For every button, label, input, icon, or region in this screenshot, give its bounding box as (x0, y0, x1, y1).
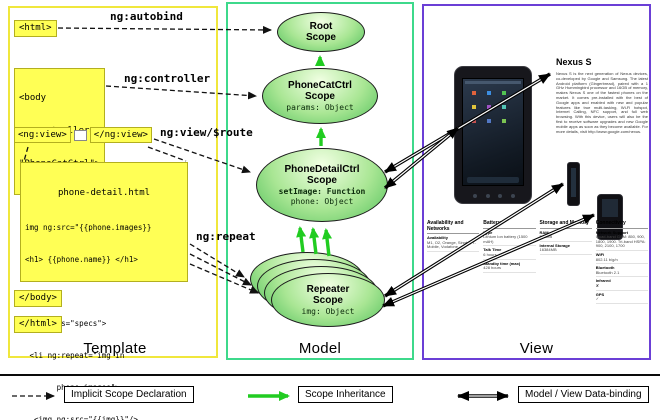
spec-value: 512MB (539, 235, 592, 242)
ng-view-row: <ng:view> </ng:view> (14, 127, 152, 143)
code-line: <h1> {{phone.name}} </h1> (25, 255, 138, 264)
html-open-tag-box: <html> (14, 20, 57, 37)
scope-name: Scope (306, 174, 337, 186)
legend-implicit-scope: Implicit Scope Declaration (64, 386, 194, 403)
code-line: <img ng:src="{{img}}"/> (25, 415, 138, 420)
ng-repeat-label: ng:repeat (196, 230, 256, 243)
spec-label: Network Support (595, 229, 628, 235)
spec-column-connectivity: Connectivity Network Support Quad-band G… (595, 220, 648, 304)
spec-column-battery: Battery Type Lithium Ion battery (1500 m… (483, 220, 536, 304)
phone-statusbar (465, 81, 521, 84)
scope-property: phone: Object (290, 197, 354, 206)
spec-value: ✓ (595, 296, 648, 304)
scope-name: PhoneCatCtrl (288, 79, 352, 91)
phone-image (454, 66, 532, 204)
phone-title: Nexus S (556, 57, 592, 67)
ng-view-open-tag-box: <ng:view> (14, 127, 71, 143)
template-label: Template (83, 340, 147, 357)
repeater-scope-ellipse: Repeater Scope img: Object (271, 273, 385, 327)
scope-property: params: Object (286, 102, 354, 112)
phone-specs-table: Availability and Networks Availability M… (427, 220, 648, 304)
legend-data-binding: Model / View Data-binding (518, 386, 649, 403)
phonecatctrl-scope-ellipse: PhoneCatCtrl Scope params: Object (262, 68, 378, 124)
spec-value: Quad-band GSM: 850, 900, 1800, 1900. Tri… (595, 234, 648, 251)
spec-header: Battery (483, 220, 536, 229)
phone-description: Nexus S is the next generation of Nexus … (556, 71, 648, 134)
view-placeholder-box (73, 129, 87, 141)
spec-value: M1, O2, Orange, Singtel, T-Mobile, Vodaf… (427, 240, 480, 252)
spec-label: Infrared (595, 278, 611, 284)
ng-controller-label: ng:controller (124, 72, 211, 85)
scope-property: setImage: Function (278, 186, 366, 196)
scope-name: Root (309, 21, 333, 32)
scope-name: Scope (305, 32, 336, 43)
spec-column-storage: Storage and Memory RAM 512MB Internal St… (539, 220, 592, 304)
scope-property: img: Object (301, 306, 355, 316)
spec-value: Bluetooth 2.1 (595, 270, 648, 278)
spec-header: Availability and Networks (427, 220, 480, 235)
spec-value: 6 hours (483, 252, 536, 260)
phone-thumbnail-side (567, 162, 580, 206)
spec-value: 428 hours (483, 265, 536, 273)
scope-name: Repeater (306, 283, 350, 295)
ng-autobind-label: ng:autobind (110, 10, 183, 23)
model-label: Model (298, 340, 342, 357)
spec-label: GPS (595, 291, 605, 297)
spec-header: Connectivity (595, 220, 648, 229)
spec-header: Storage and Memory (539, 220, 592, 229)
phone-detail-template-code: phone-detail.html img ng:src="{{phone.im… (20, 162, 188, 420)
phone-screen (462, 78, 524, 186)
spec-column-availability: Availability and Networks Availability M… (427, 220, 480, 304)
scope-name: PhoneDetailCtrl (284, 163, 360, 175)
view-label: View (519, 340, 554, 357)
phone-app-icons (472, 91, 476, 95)
phonedetailctrl-scope-ellipse: PhoneDetailCtrl Scope setImage: Function… (256, 148, 388, 222)
root-scope-ellipse: Root Scope (277, 12, 365, 52)
code-line: img ng:src="{{phone.images}} (25, 223, 152, 232)
legend-divider (0, 374, 660, 376)
spec-value: Lithium Ion battery (1500 mAH) (483, 234, 536, 247)
ng-view-route-label: ng:view/$route (160, 126, 253, 139)
ng-view-close-tag-box: </ng:view> (89, 127, 152, 143)
spec-label: WiFi (595, 251, 605, 257)
spec-value: ✘ (595, 283, 648, 291)
body-open-line: <body (19, 93, 47, 103)
html-close-tag-box: </html> (14, 316, 62, 333)
spec-label: Bluetooth (595, 265, 615, 271)
spec-value: 802.11 b/g/n (595, 257, 648, 265)
phone-buttons (473, 194, 515, 198)
scope-name: Scope (304, 90, 335, 102)
code-line: <li ng:repeat="img in (25, 351, 125, 360)
code-filename: phone-detail.html (57, 188, 151, 198)
body-close-tag-box: </body> (14, 290, 62, 307)
phone-thumbnail-back (597, 194, 623, 240)
legend-scope-inheritance: Scope Inheritance (298, 386, 393, 403)
phone-dock (467, 177, 519, 183)
spec-value: 16384MB (539, 248, 592, 255)
scope-name: Scope (312, 294, 343, 306)
